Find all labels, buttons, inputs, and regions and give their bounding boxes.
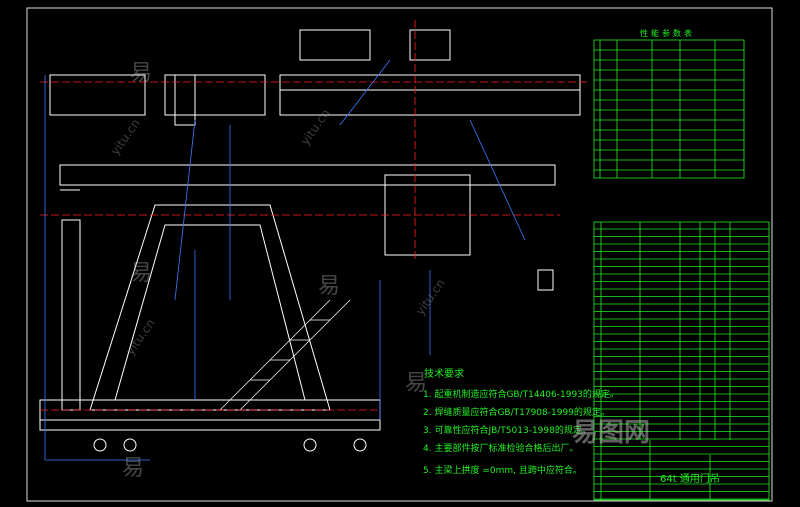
watermark: 易 [130,61,153,86]
requirement-2: 2. 焊缝质量应符合GB/T17908-1999的规定。 [423,408,610,418]
leader-lines [44,59,526,461]
watermark-logo: 易图网 [572,418,651,448]
params-table-title: 性能参数表 [640,29,695,38]
parts-list-table [593,221,770,501]
gantry-elevation [39,164,556,452]
params-table [593,39,745,179]
requirement-5: 5. 主梁上拱度 =0mm, 且跨中应符合。 [423,466,582,476]
stairs [219,299,351,411]
requirement-4: 4. 主要部件按厂标准检验合格后出厂。 [423,444,579,454]
watermark: 易 [318,274,341,299]
watermark: 易 [405,371,428,396]
drawing-frame [26,7,773,502]
watermark: 易 [122,456,145,481]
requirement-3: 3. 可靠性应符合JB/T5013-1998的规定。 [423,426,591,436]
title-block-name: 64t 通用门吊 [660,474,720,485]
main-beam-view [49,29,581,126]
requirement-1: 1. 起重机制造应符合GB/T14406-1993的规定。 [423,390,619,400]
centerlines [40,20,590,411]
requirements-title: 技术要求 [424,369,464,380]
watermark: 易 [130,261,153,286]
